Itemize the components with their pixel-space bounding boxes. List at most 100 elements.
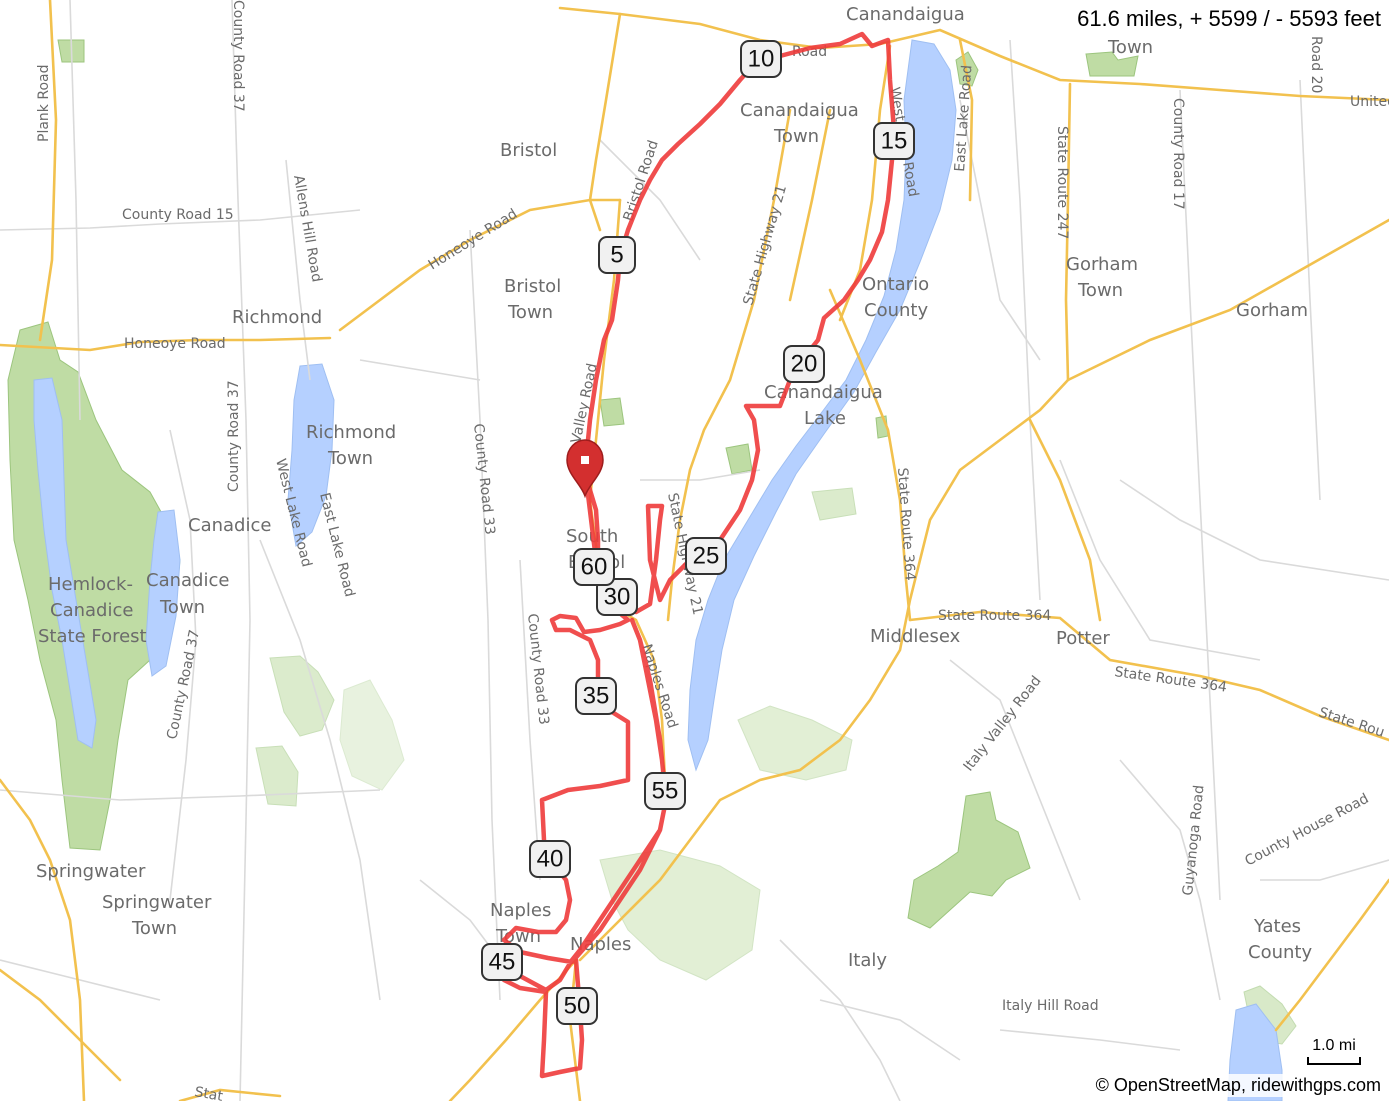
route-stats: 61.6 miles, + 5599 / - 5593 feet — [1073, 4, 1385, 34]
park-area — [811, 487, 857, 521]
place-label: Bristol — [500, 140, 557, 161]
place-label: Canandaigua — [764, 382, 883, 403]
place-label: Town — [131, 918, 177, 939]
mile-marker-label: 15 — [881, 128, 908, 155]
mile-marker-label: 5 — [610, 242, 623, 269]
place-label: Lake — [804, 408, 846, 429]
road-label: Stat — [193, 1084, 224, 1101]
park-area — [725, 443, 753, 475]
place-label: Potter — [1056, 628, 1110, 649]
road-label: County Road 33 — [470, 423, 498, 536]
park-area — [339, 679, 405, 791]
park-area — [269, 655, 335, 737]
road-label: County Road 15 — [122, 207, 234, 223]
place-label: Middlesex — [870, 626, 961, 647]
road-label: County Road 17 — [1170, 98, 1186, 210]
mile-marker-45[interactable]: 45 — [481, 943, 523, 981]
mile-markers: 5 10 15 20 25 30 35 40 — [481, 40, 915, 1025]
place-label: State Forest — [38, 626, 147, 647]
mile-marker-20[interactable]: 20 — [783, 345, 825, 383]
road-label: County Road 37 — [226, 380, 242, 492]
mile-marker-label: 40 — [537, 846, 564, 873]
mile-marker-35[interactable]: 35 — [575, 677, 617, 715]
mile-marker-label: 50 — [564, 993, 591, 1020]
mile-marker-10[interactable]: 10 — [740, 40, 782, 78]
place-label: Springwater — [36, 861, 146, 882]
canadice-lake — [145, 509, 181, 677]
mile-marker-5[interactable]: 5 — [598, 236, 636, 274]
place-label: Gorham — [1066, 254, 1138, 275]
mile-marker-label: 25 — [693, 543, 720, 570]
road-label: Honeoye Road — [124, 336, 226, 352]
mile-marker-label: 60 — [581, 554, 608, 581]
mile-marker-label: 20 — [791, 351, 818, 378]
mile-marker-15[interactable]: 15 — [873, 122, 915, 160]
road-label: State Rou — [1317, 705, 1387, 741]
place-label: Canandaigua — [740, 100, 859, 121]
road-label: State Route 364 — [1113, 664, 1228, 696]
road-label: Italy Valley Road — [961, 673, 1045, 774]
park-area — [255, 745, 299, 807]
road-label: Guyanoga Road — [1180, 784, 1208, 896]
place-label: Canadice — [50, 600, 133, 621]
mile-marker-30[interactable]: 30 — [596, 578, 638, 616]
place-label: Canadice — [188, 515, 271, 536]
place-label: Richmond — [232, 307, 322, 328]
place-label: Richmond — [306, 422, 396, 443]
park-area — [599, 397, 625, 427]
road-label: State Route 364 — [938, 608, 1051, 624]
place-label: Canandaigua — [846, 4, 965, 25]
park-area — [907, 791, 1031, 929]
place-label: Town — [327, 448, 373, 469]
mile-marker-label: 45 — [489, 949, 516, 976]
map-pin-icon — [566, 439, 604, 499]
road-label: County House Road — [1242, 791, 1371, 870]
mile-marker-60[interactable]: 60 — [573, 548, 615, 586]
mile-marker-55[interactable]: 55 — [644, 772, 686, 810]
park-area — [599, 849, 761, 981]
road-label: United — [1350, 94, 1389, 110]
mile-marker-label: 10 — [748, 46, 775, 73]
mile-marker-25[interactable]: 25 — [685, 537, 727, 575]
road-label: Allens Hill Road — [290, 174, 325, 284]
road-label: Italy Hill Road — [1002, 998, 1099, 1014]
place-label: Yates — [1253, 916, 1301, 937]
place-label: County — [1248, 942, 1312, 963]
honeoye-lake — [287, 363, 335, 547]
canandaigua-lake — [687, 39, 957, 772]
mile-marker-label: 55 — [652, 778, 679, 805]
mile-marker-50[interactable]: 50 — [556, 987, 598, 1025]
route-line[interactable] — [501, 31, 897, 1079]
place-label: Naples — [490, 900, 551, 921]
mile-marker-40[interactable]: 40 — [529, 840, 571, 878]
place-label: Town — [1107, 37, 1153, 58]
scale-label: 1.0 mi — [1312, 1037, 1356, 1054]
place-label: Town — [1077, 280, 1123, 301]
place-label: Italy — [848, 950, 887, 971]
road-label: County Road 37 — [230, 0, 246, 112]
road-label: Bristol Road — [621, 138, 662, 223]
scale-bar-line — [1307, 1057, 1361, 1065]
park-area — [1085, 51, 1139, 77]
scale-bar: 1.0 mi — [1307, 1037, 1361, 1065]
hemlock-lake — [33, 377, 97, 749]
place-label: Town — [507, 302, 553, 323]
start-marker[interactable] — [566, 439, 604, 499]
mile-marker-label: 30 — [604, 584, 631, 611]
pin-center — [581, 456, 589, 464]
place-label: Hemlock- — [48, 574, 133, 595]
road-label: Plank Road — [36, 65, 52, 142]
road-label: East Lake Road — [316, 491, 357, 599]
place-label: Gorham — [1236, 300, 1308, 321]
place-label: Town — [159, 597, 205, 618]
place-label: Springwater — [102, 892, 212, 913]
place-label: Town — [773, 126, 819, 147]
place-label: County — [864, 300, 928, 321]
park-area — [737, 705, 853, 781]
road-label: Honeoye Road — [426, 206, 521, 273]
road-label: East Lake Road — [952, 65, 975, 173]
map-attribution[interactable]: © OpenStreetMap, ridewithgps.com — [1091, 1074, 1385, 1097]
